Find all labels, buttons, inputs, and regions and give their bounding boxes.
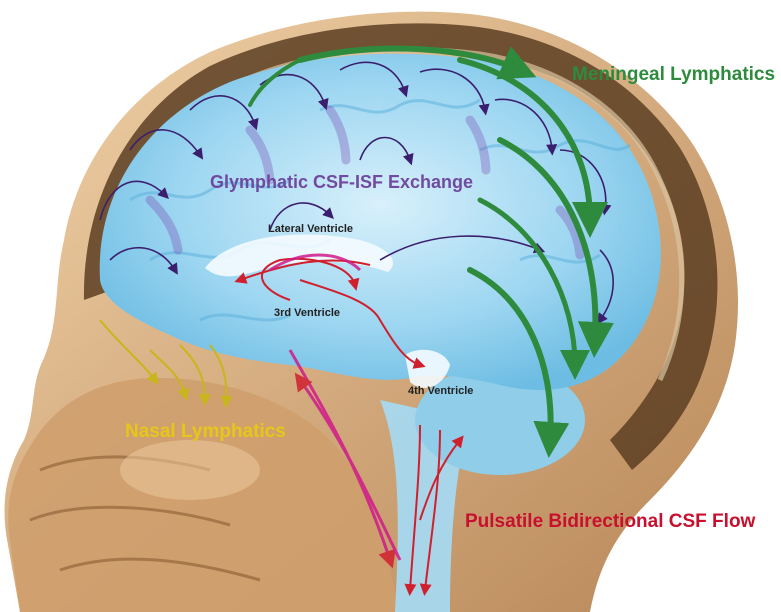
fourth-ventricle-label: 4th Ventricle (408, 385, 473, 397)
nasal-lymphatics-label: Nasal Lymphatics (125, 421, 286, 443)
third-ventricle-label: 3rd Ventricle (274, 307, 340, 319)
meningeal-lymphatics-label: Meningeal Lymphatics (572, 64, 775, 86)
lateral-ventricle-label: Lateral Ventricle (268, 223, 353, 235)
pulsatile-csf-flow-label: Pulsatile Bidirectional CSF Flow (465, 511, 755, 533)
glymphatic-exchange-label: Glymphatic CSF-ISF Exchange (210, 172, 473, 193)
